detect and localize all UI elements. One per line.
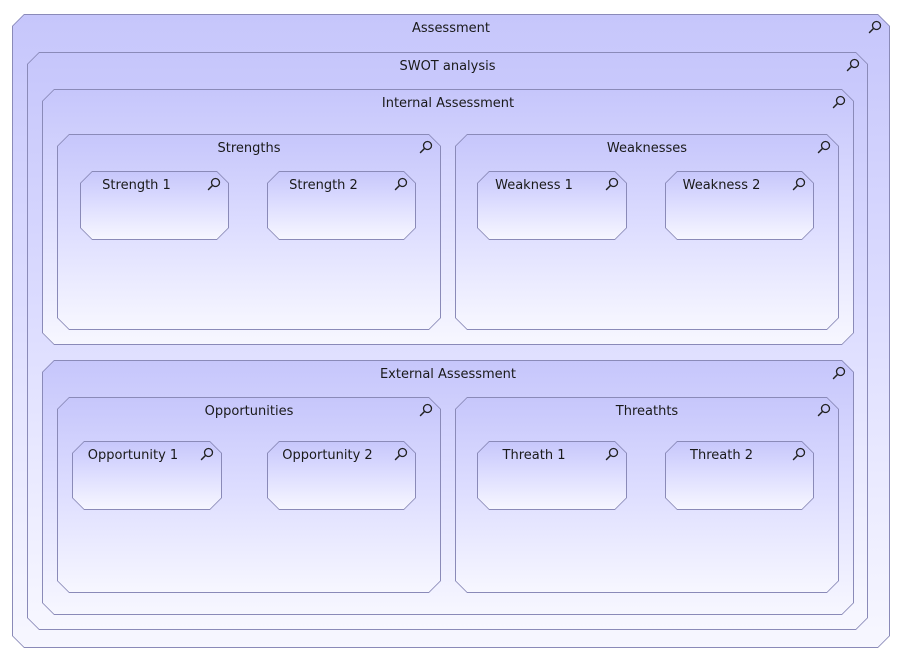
magnifier-icon[interactable] <box>817 140 831 154</box>
magnifier-icon[interactable] <box>817 403 831 417</box>
opportunity-1-label: Opportunity 1 <box>87 448 179 463</box>
strength-1-label: Strength 1 <box>102 178 171 193</box>
magnifier-icon[interactable] <box>605 177 619 191</box>
threats-title: Threathts <box>615 404 679 419</box>
assessment-title: Assessment <box>412 21 490 36</box>
magnifier-icon[interactable] <box>200 447 214 461</box>
internal-assessment-title: Internal Assessment <box>381 96 515 111</box>
strength-2-node[interactable]: Strength 2 <box>267 171 416 240</box>
opportunity-1-node[interactable]: Opportunity 1 <box>72 441 222 510</box>
opportunity-2-label: Opportunity 2 <box>282 448 373 463</box>
magnifier-icon[interactable] <box>207 177 221 191</box>
magnifier-icon[interactable] <box>792 447 806 461</box>
weakness-2-node[interactable]: Weakness 2 <box>665 171 814 240</box>
magnifier-icon[interactable] <box>832 95 846 109</box>
external-assessment-title: External Assessment <box>379 367 517 382</box>
magnifier-icon[interactable] <box>846 58 860 72</box>
threat-2-label: Threath 2 <box>690 448 753 463</box>
threat-1-node[interactable]: Threath 1 <box>477 441 627 510</box>
weakness-2-label: Weakness 2 <box>682 178 761 193</box>
magnifier-icon[interactable] <box>394 447 408 461</box>
magnifier-icon[interactable] <box>605 447 619 461</box>
strength-1-node[interactable]: Strength 1 <box>80 171 229 240</box>
strength-2-label: Strength 2 <box>289 178 358 193</box>
magnifier-icon[interactable] <box>868 20 882 34</box>
threat-2-node[interactable]: Threath 2 <box>665 441 814 510</box>
weaknesses-title: Weaknesses <box>606 141 688 156</box>
magnifier-icon[interactable] <box>792 177 806 191</box>
magnifier-icon[interactable] <box>394 177 408 191</box>
weakness-1-label: Weakness 1 <box>495 178 573 193</box>
opportunity-2-node[interactable]: Opportunity 2 <box>267 441 416 510</box>
swot-analysis-title: SWOT analysis <box>399 59 496 74</box>
magnifier-icon[interactable] <box>419 403 433 417</box>
weakness-1-node[interactable]: Weakness 1 <box>477 171 627 240</box>
threat-1-label: Threath 1 <box>502 448 566 463</box>
strengths-title: Strengths <box>217 141 281 156</box>
opportunities-title: Opportunities <box>204 404 294 419</box>
magnifier-icon[interactable] <box>832 366 846 380</box>
magnifier-icon[interactable] <box>419 140 433 154</box>
